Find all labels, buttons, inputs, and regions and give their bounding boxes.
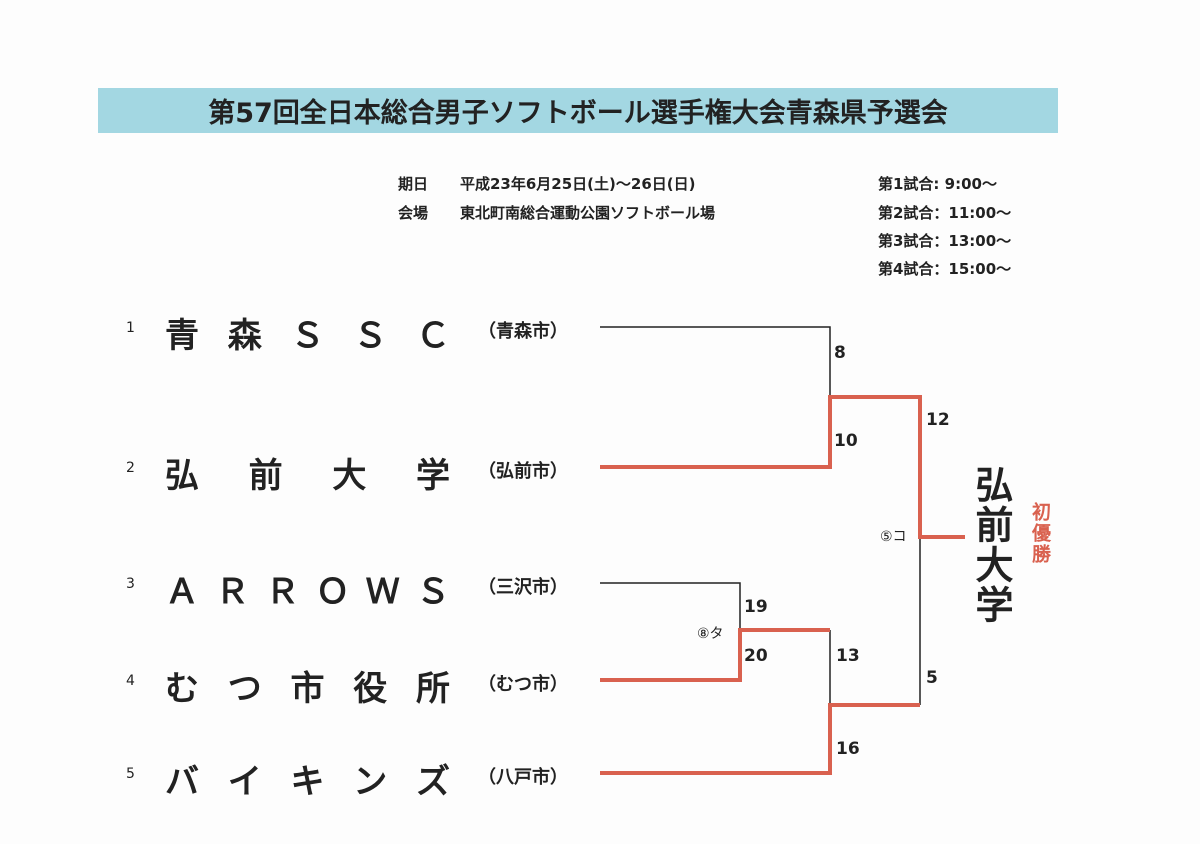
team-city: （三沢市） <box>478 577 568 598</box>
team-city: （青森市） <box>478 321 568 342</box>
score-final-bottom: 5 <box>926 668 938 688</box>
page-title: 第57回全日本総合男子ソフトボール選手権大会青森県予選会 <box>208 98 948 129</box>
winner-name: 弘前大学 <box>969 465 1013 625</box>
char: Ｓ <box>290 316 325 356</box>
score-m3-team5: 16 <box>836 739 860 759</box>
char: バ <box>165 762 199 802</box>
game-mark-final: ⑤コ <box>880 529 907 545</box>
score-m1-team2: 10 <box>834 431 858 451</box>
char: Ｒ <box>215 572 250 612</box>
team-number: 3 <box>126 576 135 592</box>
schedule-3: 第3試合：13:00～ <box>878 232 1012 250</box>
score-final-top: 12 <box>926 410 950 430</box>
team-number: 2 <box>126 460 135 476</box>
char: Ｗ <box>365 572 400 612</box>
schedule-1: 第1試合: 9:00～ <box>878 175 997 193</box>
date-value: 平成23年6月25日(土)～26日(日) <box>460 175 696 193</box>
char: む <box>165 669 199 709</box>
team-number: 4 <box>126 673 135 689</box>
team-number: 1 <box>126 320 135 336</box>
char: 役 <box>353 669 388 709</box>
char: つ <box>227 669 262 709</box>
team-city: （弘前市） <box>478 461 568 482</box>
char: イ <box>227 762 262 802</box>
char: Ｃ <box>416 316 450 356</box>
char: 市 <box>290 669 325 709</box>
char: 弘 <box>165 456 199 496</box>
char: Ｒ <box>265 572 300 612</box>
char: 所 <box>416 669 450 709</box>
score-m2-team4: 20 <box>744 646 768 666</box>
date-label: 期日 <box>398 175 429 193</box>
char: 学 <box>415 456 450 496</box>
win-line-team2 <box>600 395 965 539</box>
venue-label: 会場 <box>398 204 429 222</box>
char: キ <box>290 762 325 802</box>
char: 森 <box>227 316 262 356</box>
title-banner: 第57回全日本総合男子ソフトボール選手権大会青森県予選会 <box>98 88 1058 133</box>
char: ン <box>353 762 388 802</box>
team-name: むつ市役所 <box>165 661 450 710</box>
team-city: （八戸市） <box>478 767 568 788</box>
team-name: 弘前大学 <box>165 448 450 497</box>
win-line-team4 <box>600 628 830 682</box>
winner-note: 初優勝 <box>1029 502 1051 565</box>
venue-value: 東北町南総合運動公園ソフトボール場 <box>460 204 716 222</box>
win-line-team5 <box>600 703 920 775</box>
line-team1 <box>600 326 831 397</box>
char: Ａ <box>165 572 199 612</box>
score-m3-winner2: 13 <box>836 646 860 666</box>
schedule-2: 第2試合：11:00～ <box>878 204 1012 222</box>
team-number: 5 <box>126 766 135 782</box>
score-m1-team1: 8 <box>834 343 846 363</box>
game-mark-m2: ⑧タ <box>697 626 724 642</box>
team-city: （むつ市） <box>478 674 568 695</box>
char: 前 <box>248 456 283 496</box>
char: 大 <box>332 456 367 496</box>
line-team3 <box>600 582 741 630</box>
char: Ｓ <box>353 316 388 356</box>
char: Ｓ <box>415 572 450 612</box>
schedule-4: 第4試合：15:00～ <box>878 260 1012 278</box>
char: 青 <box>165 316 199 356</box>
score-m2-team3: 19 <box>744 597 768 617</box>
team-name: バイキンズ <box>165 754 450 803</box>
char: ズ <box>416 762 450 802</box>
char: Ｏ <box>315 572 350 612</box>
